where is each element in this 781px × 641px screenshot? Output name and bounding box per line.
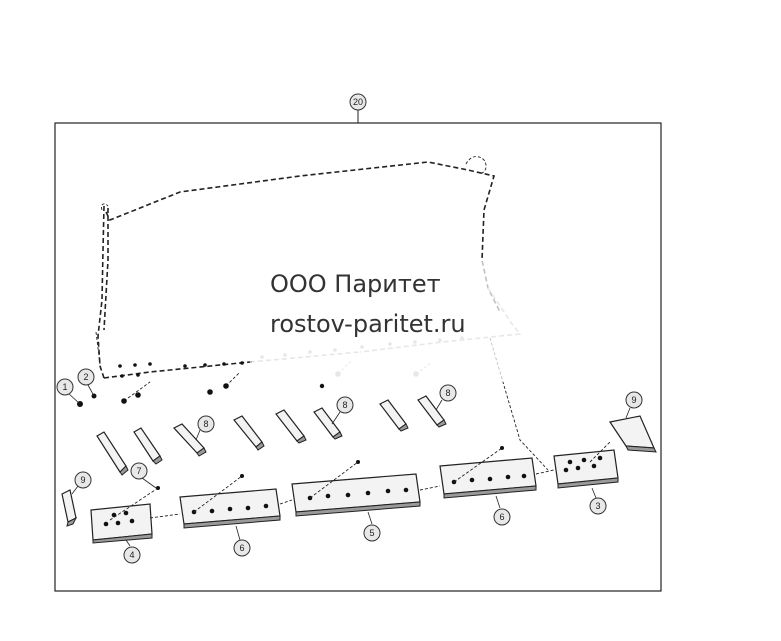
callout-5: 5 xyxy=(363,511,381,542)
cutting-edge-5 xyxy=(291,460,421,517)
callout-20: 20 xyxy=(349,93,367,111)
svg-text:20: 20 xyxy=(353,97,363,107)
watermark: ООО Паритет rostov-paritet.ru xyxy=(252,258,536,382)
cutting-edge-3 xyxy=(553,441,619,489)
svg-text:8: 8 xyxy=(342,400,347,410)
svg-text:5: 5 xyxy=(369,528,374,538)
svg-text:9: 9 xyxy=(631,395,636,405)
callout-8b: 8 xyxy=(331,396,354,425)
watermark-company: ООО Паритет xyxy=(270,270,441,298)
callout-8a: 8 xyxy=(195,415,215,441)
callout-7: 7 xyxy=(130,462,157,489)
callout-1: 1 xyxy=(56,378,81,405)
bolt-7 xyxy=(109,486,160,521)
svg-text:6: 6 xyxy=(239,543,244,553)
callout-2: 2 xyxy=(77,368,95,397)
callout-9a: 9 xyxy=(71,471,92,495)
svg-text:8: 8 xyxy=(445,388,450,398)
svg-text:6: 6 xyxy=(499,512,504,522)
svg-text:8: 8 xyxy=(203,419,208,429)
svg-text:7: 7 xyxy=(136,466,141,476)
svg-text:3: 3 xyxy=(595,501,600,511)
end-bit-right xyxy=(609,415,657,453)
callout-4: 4 xyxy=(123,539,141,564)
watermark-website: rostov-paritet.ru xyxy=(270,310,466,338)
cutting-edge-6-right xyxy=(439,446,537,499)
cutting-edge-4 xyxy=(90,503,153,544)
svg-text:4: 4 xyxy=(129,550,134,560)
svg-text:9: 9 xyxy=(80,475,85,485)
callout-3: 3 xyxy=(589,487,607,515)
wear-plates xyxy=(96,395,447,476)
end-bit-left xyxy=(61,489,78,527)
callout-8c: 8 xyxy=(435,384,457,411)
callout-6b: 6 xyxy=(493,495,511,526)
cutting-edge-6-left xyxy=(179,474,281,529)
callout-6a: 6 xyxy=(233,525,251,557)
svg-text:2: 2 xyxy=(83,372,88,382)
svg-text:1: 1 xyxy=(62,382,67,392)
callout-9b: 9 xyxy=(625,391,643,419)
